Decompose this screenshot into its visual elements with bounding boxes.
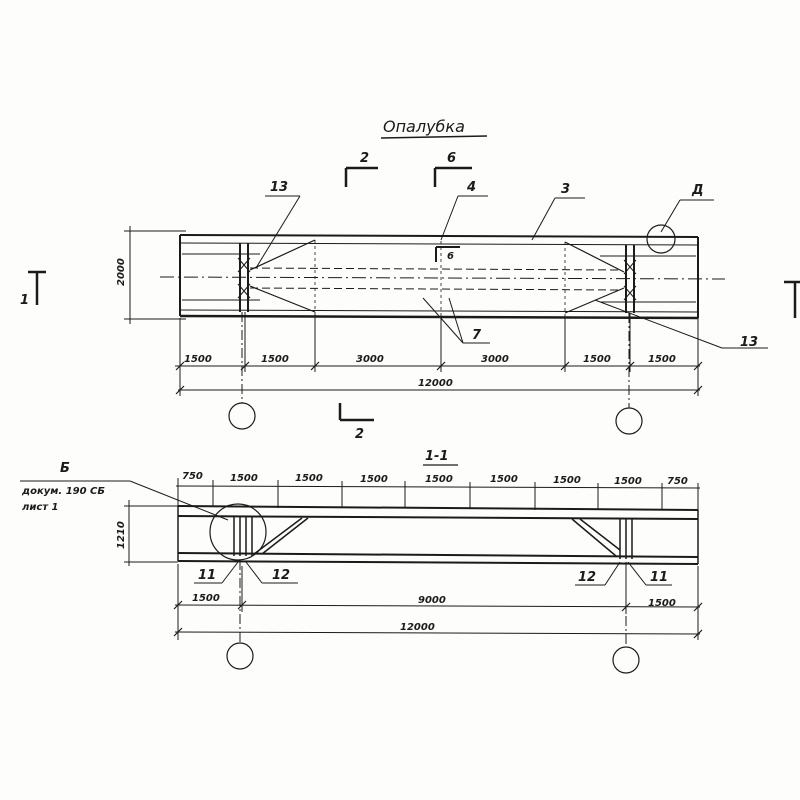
section-view xyxy=(177,503,699,565)
callout-4: 4 xyxy=(466,180,476,195)
svg-text:6: 6 xyxy=(447,251,454,262)
callout-13-right: 13 xyxy=(740,335,758,350)
plan-dim-total: 12000 xyxy=(418,378,453,389)
plan-dim-2: 1500 xyxy=(261,354,289,365)
drawing-title: Опалубка xyxy=(383,117,465,136)
section-axis-bubbles xyxy=(226,560,640,674)
svg-text:6: 6 xyxy=(447,151,456,166)
section-title: 1-1 xyxy=(425,449,449,464)
detail-d-circle xyxy=(646,224,676,254)
plan-dim-4: 3000 xyxy=(481,354,509,365)
plan-callouts: 13 4 3 Д 13 7 xyxy=(255,180,768,350)
section-height-dimension: 1210 xyxy=(116,500,178,566)
callout-12-right: 12 xyxy=(578,570,596,585)
cut-mark-6-top: 6 xyxy=(433,151,472,187)
plan-view: 6 xyxy=(159,224,726,320)
plan-dim-3: 3000 xyxy=(356,354,384,365)
cut-mark-2-bottom: 2 xyxy=(338,403,374,442)
svg-text:750: 750 xyxy=(182,471,203,482)
svg-text:1500: 1500 xyxy=(295,473,323,484)
svg-text:2: 2 xyxy=(355,427,364,442)
svg-text:750: 750 xyxy=(667,476,688,487)
svg-text:Б: Б xyxy=(60,461,70,476)
callout-11-right: 11 xyxy=(650,570,668,585)
section-bottom-dimension-chain: 1500 9000 1500 12000 xyxy=(173,564,703,640)
detail-b-circle xyxy=(209,503,267,561)
cut-mark-1-right xyxy=(784,280,800,318)
callout-7: 7 xyxy=(472,328,482,343)
plan-dim-6: 1500 xyxy=(648,354,676,365)
svg-text:1500: 1500 xyxy=(230,473,258,484)
svg-text:1500: 1500 xyxy=(490,474,518,485)
svg-text:1500: 1500 xyxy=(425,474,453,485)
plan-height-dimension: 2000 xyxy=(116,226,186,324)
cut-mark-2-top: 2 xyxy=(344,151,378,187)
svg-text:2000: 2000 xyxy=(116,258,127,286)
svg-text:1210: 1210 xyxy=(116,521,127,549)
svg-text:2: 2 xyxy=(360,151,369,166)
svg-text:1500: 1500 xyxy=(614,476,642,487)
svg-text:1500: 1500 xyxy=(360,474,388,485)
svg-text:1500: 1500 xyxy=(648,598,676,609)
section-reference-note: Б докум. 190 СБ лист 1 xyxy=(20,461,229,521)
svg-text:докум. 190 СБ: докум. 190 СБ xyxy=(21,486,105,497)
svg-text:1500: 1500 xyxy=(192,593,220,604)
cut-mark-1-left: 1 xyxy=(20,270,46,308)
callout-13-left: 13 xyxy=(270,180,288,195)
svg-text:1: 1 xyxy=(20,293,29,308)
svg-text:1500: 1500 xyxy=(553,475,581,486)
callout-d: Д xyxy=(691,183,704,198)
callout-12-left: 12 xyxy=(272,568,290,583)
plan-dim-1: 1500 xyxy=(184,354,212,365)
callout-11-left: 11 xyxy=(198,568,216,583)
svg-text:лист 1: лист 1 xyxy=(22,502,59,513)
callout-3: 3 xyxy=(561,182,570,197)
title-underline xyxy=(380,135,488,139)
svg-text:9000: 9000 xyxy=(418,595,446,606)
plan-dim-5: 1500 xyxy=(583,354,611,365)
plan-dimension-chain: 1500 1500 3000 3000 1500 1500 12000 xyxy=(175,312,703,396)
svg-text:12000: 12000 xyxy=(400,622,435,633)
plan-axis-bubbles xyxy=(228,312,643,435)
section-callouts: 11 12 12 11 xyxy=(194,561,672,586)
section-top-dimension-chain: 750 1500 1500 1500 1500 1500 1500 1500 7… xyxy=(175,471,701,512)
